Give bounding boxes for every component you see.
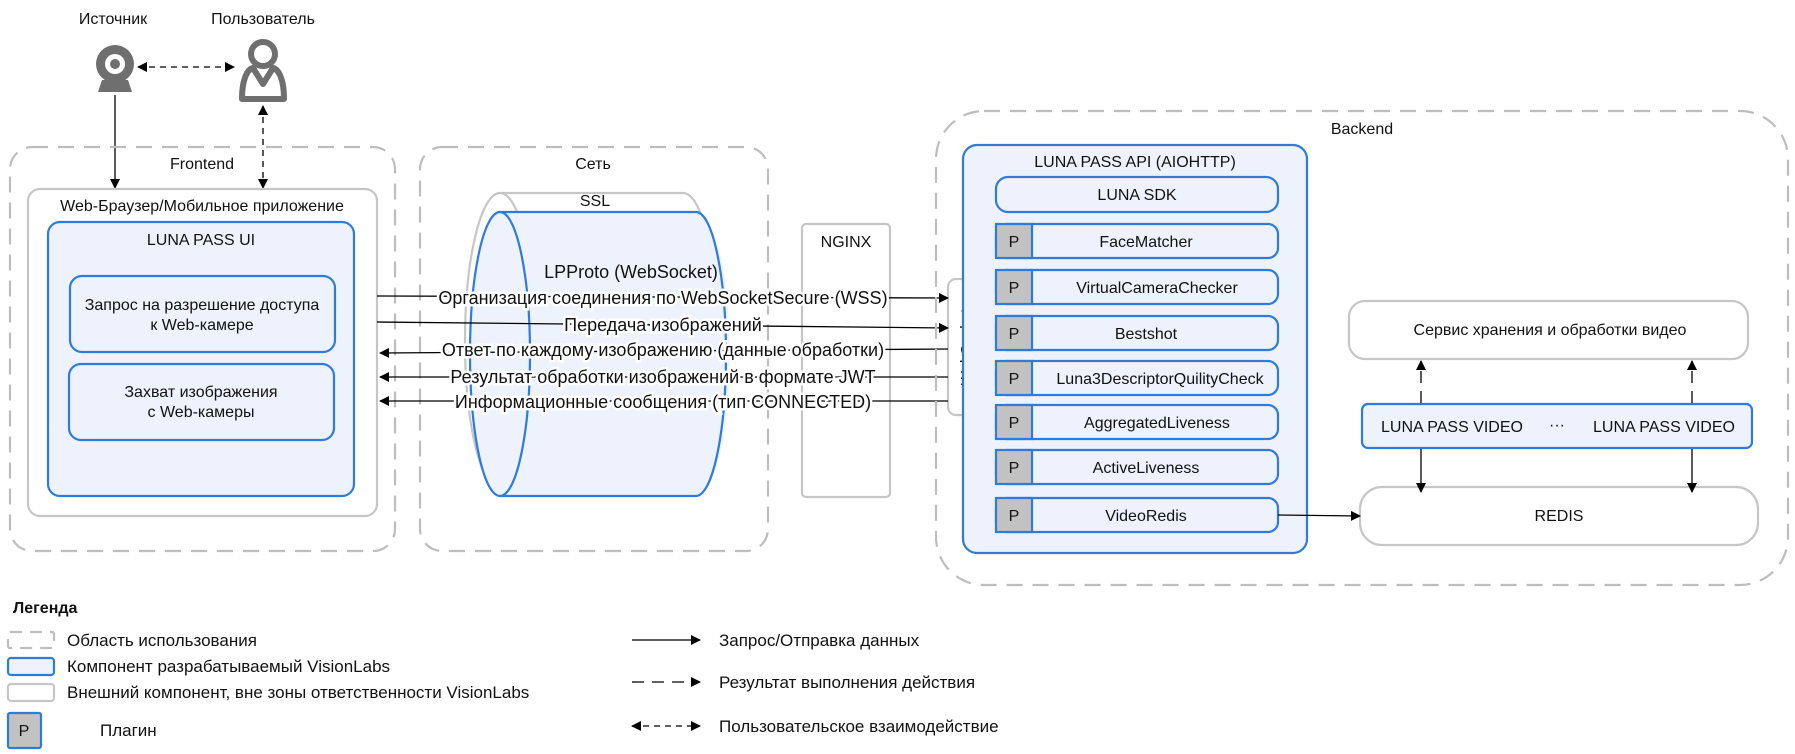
wss-connection-label: Организация соединения по WebSocketSecur… bbox=[438, 288, 887, 308]
plugin-label: AggregatedLiveness bbox=[1084, 415, 1230, 432]
luna-pass-ui-box bbox=[46, 220, 356, 498]
plugin-label: ActiveLiveness bbox=[1093, 460, 1200, 477]
plugin-badge: P bbox=[1009, 460, 1020, 477]
ssl-label: SSL bbox=[580, 193, 610, 210]
luna-pass-ui-label: LUNA PASS UI bbox=[147, 232, 255, 249]
plugin-videoredis: P VideoRedis bbox=[994, 496, 1280, 534]
legend-plugin-label: Плагин bbox=[100, 721, 157, 740]
camera-access-request-box bbox=[68, 274, 337, 354]
user-label: Пользователь bbox=[211, 11, 315, 28]
lpproto-tunnel bbox=[468, 210, 730, 498]
image-transfer-arrow bbox=[376, 321, 949, 333]
user-icon bbox=[239, 39, 287, 102]
plugin-badge: P bbox=[1009, 371, 1020, 388]
image-response-arrow bbox=[379, 347, 949, 358]
luna-sdk-box bbox=[994, 175, 1280, 214]
plugin-aggregatedliveness: P AggregatedLiveness bbox=[994, 403, 1280, 441]
camera-access-request-line1: Запрос на разрешение доступа bbox=[85, 297, 320, 314]
legend-plugin-swatch bbox=[6, 711, 43, 750]
plugin-badge: P bbox=[1009, 280, 1020, 297]
plugin-label: Bestshot bbox=[1115, 326, 1178, 343]
legend-area-label: Область использования bbox=[67, 631, 257, 650]
luna-pass-video-1-label: LUNA PASS VIDEO bbox=[1381, 419, 1523, 436]
legend-ext-label: Внешний компонент, вне зоны ответственно… bbox=[67, 683, 529, 702]
plugin-label: FaceMatcher bbox=[1099, 234, 1193, 251]
plugin-luna3descriptorquilitycheck: P Luna3DescriptorQuilityCheck bbox=[994, 359, 1280, 397]
image-capture-box bbox=[67, 362, 336, 442]
image-transfer-label: Передача изображений bbox=[564, 315, 762, 335]
webcam-icon bbox=[96, 45, 134, 92]
legend-result-label: Результат выполнения действия bbox=[719, 673, 975, 692]
plugin-activeliveness: P ActiveLiveness bbox=[994, 448, 1280, 486]
nginx-label: NGINX bbox=[821, 234, 872, 251]
plugin-badge: P bbox=[1009, 326, 1020, 343]
network-area bbox=[418, 145, 770, 553]
plugin-bestshot: P Bestshot bbox=[994, 314, 1280, 352]
image-response-label: Ответ по каждому изображению (данные обр… bbox=[442, 340, 884, 360]
browser-label: Web-Браузер/Мобильное приложение bbox=[60, 198, 344, 215]
image-capture-line2: с Web-камеры bbox=[148, 404, 255, 421]
plugin-label: Luna3DescriptorQuilityCheck bbox=[1056, 371, 1264, 388]
legend-interaction-label: Пользовательское взаимодействие bbox=[719, 717, 999, 736]
wss-connection-arrow bbox=[376, 292, 949, 303]
plugin-badge: P bbox=[1009, 508, 1020, 525]
network-label: Сеть bbox=[575, 156, 611, 173]
videoredis-to-redis-arrow bbox=[1277, 510, 1361, 521]
backend-area bbox=[934, 109, 1790, 587]
plugin-label: VideoRedis bbox=[1105, 508, 1187, 525]
source-label: Источник bbox=[79, 11, 148, 28]
legend-area-swatch bbox=[6, 630, 56, 650]
legend-vl-label: Компонент разрабатываемый VisionLabs bbox=[67, 657, 390, 676]
plugin-badge: P bbox=[1009, 234, 1020, 251]
plugin-virtualcamerachecker: P VirtualCameraChecker bbox=[994, 268, 1280, 306]
lpproto-label: LPProto (WebSocket) bbox=[544, 262, 718, 282]
legend-plugin-badge: P bbox=[19, 723, 30, 740]
plugin-badge: P bbox=[1009, 415, 1020, 432]
video-service-box bbox=[1347, 299, 1750, 361]
info-messages-label: Информационные сообщения (тип CONNECTED) bbox=[455, 392, 871, 412]
video-service-label: Сервис хранения и обработки видео bbox=[1414, 322, 1687, 339]
luna-pass-video-box bbox=[1360, 402, 1754, 450]
backend-label: Backend bbox=[1331, 121, 1393, 138]
nginx-box bbox=[800, 222, 892, 499]
luna-sdk-label: LUNA SDK bbox=[1097, 187, 1176, 204]
legend-title: Легенда bbox=[13, 600, 78, 617]
camera-access-request-line2: к Web-камере bbox=[150, 317, 253, 334]
luna-pass-video-2-label: LUNA PASS VIDEO bbox=[1593, 419, 1735, 436]
legend-vl-swatch bbox=[6, 656, 56, 677]
redis-label: REDIS bbox=[1535, 508, 1584, 525]
image-capture-line1: Захват изображения bbox=[124, 384, 277, 401]
jwt-result-label: Результат обработки изображений в формат… bbox=[450, 367, 875, 387]
plugin-label: VirtualCameraChecker bbox=[1076, 280, 1238, 297]
luna-pass-api-label: LUNA PASS API (AIOHTTP) bbox=[1034, 154, 1236, 171]
frontend-label: Frontend bbox=[170, 156, 234, 173]
plugin-facematcher: P FaceMatcher bbox=[994, 222, 1280, 260]
legend-request-label: Запрос/Отправка данных bbox=[719, 631, 920, 650]
luna-pass-video-separator: ··· bbox=[1549, 417, 1565, 434]
frontend-area bbox=[8, 145, 397, 553]
legend-ext-swatch bbox=[6, 682, 56, 703]
